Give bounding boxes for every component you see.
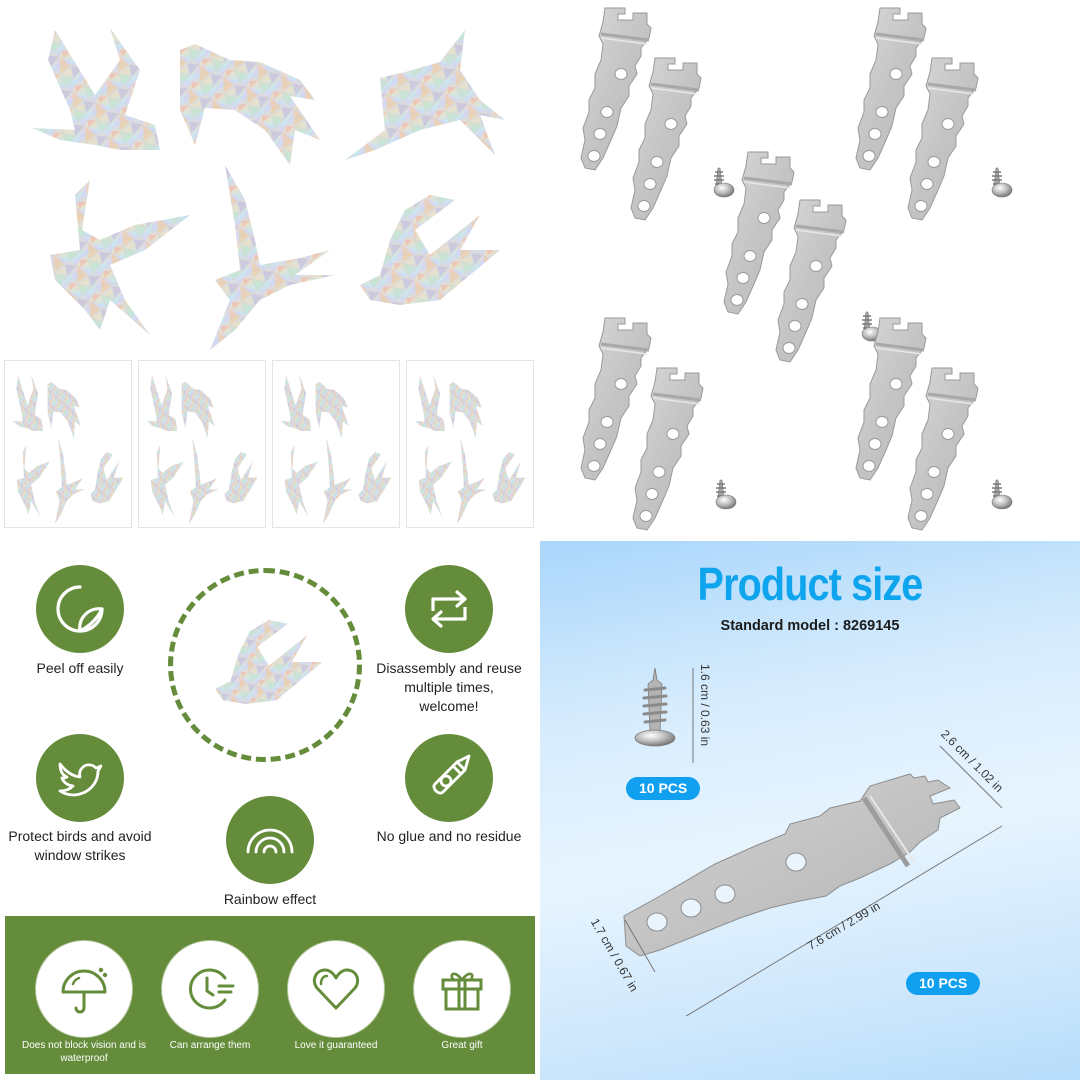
- benefits-band: Does not block vision and is waterproof …: [5, 916, 535, 1074]
- model-number: Standard model : 8269145: [720, 618, 900, 634]
- bracket: [906, 56, 980, 222]
- benefit-gift: [416, 943, 508, 1035]
- repeat-arrows-icon: [431, 590, 467, 628]
- feature-label: Protect birds and avoid window strikes: [8, 828, 152, 863]
- bracket-set-image: [579, 6, 1013, 532]
- feature-no-glue: [405, 734, 493, 822]
- glue-bottle-icon: [432, 754, 471, 795]
- benefit-arrange: [164, 943, 256, 1035]
- feature-label: Rainbow effect: [223, 891, 317, 907]
- bird-sticker: [345, 30, 505, 160]
- feature-protect-birds: [36, 734, 124, 822]
- feature-reuse: [405, 565, 493, 653]
- feature-label: No glue and no residue: [376, 828, 522, 844]
- benefit-label: Can arrange them: [169, 1040, 251, 1051]
- bracket-panel: [540, 0, 1080, 540]
- sticker-sheet: [4, 360, 132, 528]
- bracket: [722, 150, 796, 316]
- screw-image: [634, 667, 676, 747]
- sticker-panel: [0, 0, 540, 540]
- bracket: [629, 56, 703, 222]
- umbrella-icon: [61, 967, 108, 1014]
- bird-sticker: [50, 180, 190, 335]
- bracket: [854, 6, 928, 172]
- bracket: [854, 316, 928, 482]
- screw: [991, 167, 1013, 198]
- bird-sticker: [180, 44, 320, 165]
- bird-sticker: [360, 195, 500, 305]
- rainbow-icon: [246, 828, 294, 854]
- bracket: [906, 366, 980, 532]
- sticker-sheet: [138, 360, 266, 528]
- bird-sticker: [32, 28, 160, 150]
- feature-rainbow: [226, 796, 314, 884]
- sticker-sheet: [406, 360, 534, 528]
- bird-stickers-large: [32, 28, 505, 350]
- screw: [713, 167, 735, 198]
- sticker-sheet: [272, 360, 400, 528]
- bird-sticker-featured: [215, 619, 323, 705]
- bracket-diagram: [623, 746, 1003, 1016]
- screw-dimension-line: [692, 668, 694, 763]
- bracket: [631, 366, 705, 532]
- peel-sticker-icon: [56, 585, 104, 633]
- feature-peel: [36, 565, 124, 653]
- features-panel: Peel off easily Disassembly and reuse mu…: [0, 540, 540, 1080]
- bracket: [774, 198, 848, 364]
- screw-length-label: 1.6 cm / 0.63 in: [698, 664, 712, 747]
- clock-icon: [189, 968, 235, 1010]
- bracket: [579, 6, 653, 172]
- screw: [991, 479, 1013, 510]
- benefit-label: Love it guaranteed: [294, 1040, 378, 1051]
- bracket-quantity-badge: 10 PCS: [906, 972, 981, 995]
- featured-sticker-ring: [168, 568, 362, 762]
- bird-sticker: [210, 165, 335, 350]
- screw-quantity-badge: 10 PCS: [626, 777, 701, 800]
- feature-label: Disassembly and reuse multiple times, we…: [376, 660, 522, 714]
- bracket: [579, 316, 653, 482]
- benefit-label: Great gift: [441, 1040, 483, 1051]
- feature-label: Peel off easily: [36, 660, 124, 676]
- heart-icon: [312, 968, 360, 1010]
- benefit-label: Does not block vision and is waterproof: [22, 1040, 146, 1064]
- screw: [715, 479, 737, 510]
- benefit-love: [290, 943, 382, 1035]
- gift-icon: [441, 972, 483, 1011]
- page-title: Product size: [697, 558, 924, 610]
- benefit-waterproof: [38, 943, 130, 1035]
- product-size-panel: Product size Standard model : 8269145 1.…: [540, 541, 1080, 1080]
- bird-icon: [58, 762, 103, 797]
